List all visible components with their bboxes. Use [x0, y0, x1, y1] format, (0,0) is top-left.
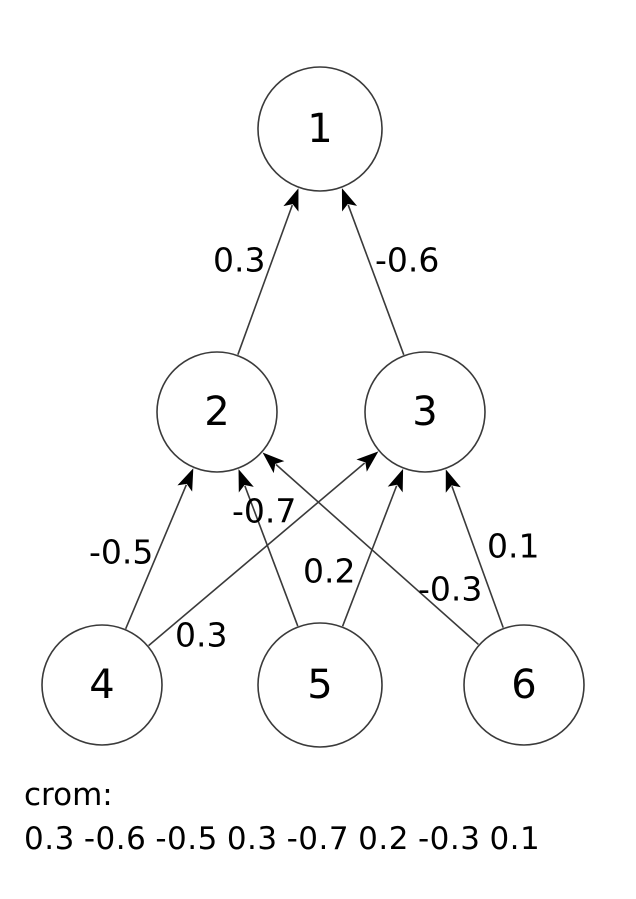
node-label-4: 4 [89, 662, 114, 708]
chromosome-gene: 0.1 [489, 821, 541, 857]
node-label-3: 3 [412, 389, 437, 435]
edge-weight-5-2: -0.7 [232, 492, 296, 531]
arrow-head-icon [177, 468, 194, 492]
node-5[interactable]: 5 [257, 622, 383, 748]
arrow-head-icon [341, 188, 358, 212]
edges-layer [124, 188, 504, 647]
edge-5-to-2 [238, 469, 299, 627]
edge-weight-6-3: 0.1 [487, 527, 539, 566]
chromosome-gene: 0.2 [358, 821, 409, 857]
node-6[interactable]: 6 [463, 624, 585, 746]
edge-weight-4-2: -0.5 [89, 533, 153, 572]
nodes-layer: 1 2 3 4 5 6 [41, 66, 585, 748]
edge-weight-6-2: -0.3 [418, 570, 482, 609]
node-1[interactable]: 1 [257, 66, 383, 192]
arrow-head-icon [283, 188, 299, 212]
edge-line [148, 462, 366, 647]
edge-4-to-2 [124, 468, 194, 630]
node-label-6: 6 [511, 662, 536, 708]
edge-line [451, 485, 504, 628]
arrow-head-icon [387, 468, 404, 493]
edge-line [124, 484, 188, 630]
node-label-5: 5 [307, 662, 332, 708]
chromosome-gene: 0.3 [226, 821, 278, 857]
edge-4-to-3 [148, 451, 379, 647]
arrow-head-icon [445, 469, 461, 493]
node-4[interactable]: 4 [41, 624, 163, 746]
chromosome-gene: 0.3 [24, 821, 75, 857]
edge-6-to-2 [262, 452, 479, 646]
edge-line [275, 463, 479, 646]
node-3[interactable]: 3 [364, 351, 486, 473]
chromosome-gene: -0.7 [286, 821, 350, 857]
node-circle-3[interactable] [364, 351, 486, 473]
edge-2-to-1 [237, 188, 299, 355]
node-circle-2[interactable] [156, 351, 278, 473]
edge-line [347, 204, 405, 356]
node-circle-1[interactable] [257, 66, 383, 192]
edge-labels-layer: 0.3 -0.6 -0.5 0.3 -0.70.2 -0.30.1 [89, 241, 539, 655]
edge-line [237, 204, 294, 355]
edge-6-to-3 [445, 469, 504, 628]
node-label-2: 2 [204, 389, 229, 435]
arrow-head-icon [356, 451, 379, 472]
arrow-head-icon [238, 469, 254, 493]
edge-line [244, 485, 299, 627]
edge-weight-4-3: 0.3 [175, 616, 227, 655]
edge-weight-2-1: 0.3 [213, 241, 265, 280]
node-2[interactable]: 2 [156, 351, 278, 473]
edge-3-to-1 [341, 188, 405, 356]
arrow-head-icon [262, 452, 285, 474]
chromosome-gene: -0.6 [83, 821, 147, 857]
node-circle-5[interactable] [257, 622, 383, 748]
chromosome-title: crom: [24, 777, 113, 813]
edge-line [341, 485, 398, 627]
chromosome-gene: -0.5 [155, 821, 218, 857]
edge-5-to-3 [341, 468, 404, 627]
node-label-1: 1 [307, 106, 332, 152]
node-circle-4[interactable] [41, 624, 163, 746]
node-circle-6[interactable] [463, 624, 585, 746]
edge-weight-3-1: -0.6 [375, 241, 439, 280]
chromosome-gene: -0.3 [417, 821, 481, 857]
edge-weight-5-3: 0.2 [303, 552, 355, 591]
